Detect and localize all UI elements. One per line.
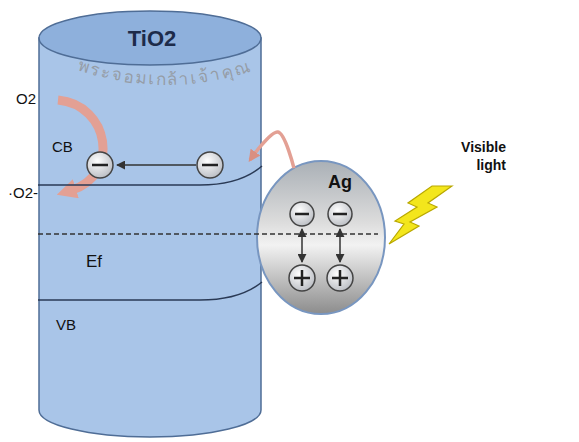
electron-symbol	[87, 152, 113, 178]
band-label: VB	[56, 316, 76, 333]
metal-particle: Ag	[256, 160, 386, 315]
excitation-arrow	[339, 229, 341, 262]
species-label: ·O2-	[8, 184, 38, 201]
electron-symbol	[328, 202, 352, 226]
electron-transfer-arrow	[117, 164, 196, 166]
hole-symbol	[289, 265, 315, 291]
electron-symbol	[197, 152, 223, 178]
hole-symbol	[327, 265, 353, 291]
particle-outline	[256, 160, 386, 315]
light-label: Visible light	[461, 139, 506, 173]
particle-body	[257, 161, 385, 314]
cylinder-top	[39, 11, 261, 65]
cylinder-outline	[38, 8, 262, 440]
cylinder-body	[39, 38, 261, 437]
lightning-bolt	[389, 186, 452, 244]
material-label: TiO2	[128, 26, 177, 51]
fermi-level-line	[38, 233, 378, 235]
excitation-arrow	[301, 229, 303, 262]
band-label: CB	[52, 138, 73, 155]
semiconductor-cylinder: TiO2CB EfVB	[38, 8, 262, 440]
species-label: O2	[16, 90, 36, 107]
watermark: พระจอมเกล้าเจ้าคุณ	[76, 55, 254, 89]
electron-symbol	[290, 202, 314, 226]
fermi-level-label: Ef	[86, 252, 102, 271]
material-label: Ag	[328, 172, 352, 192]
